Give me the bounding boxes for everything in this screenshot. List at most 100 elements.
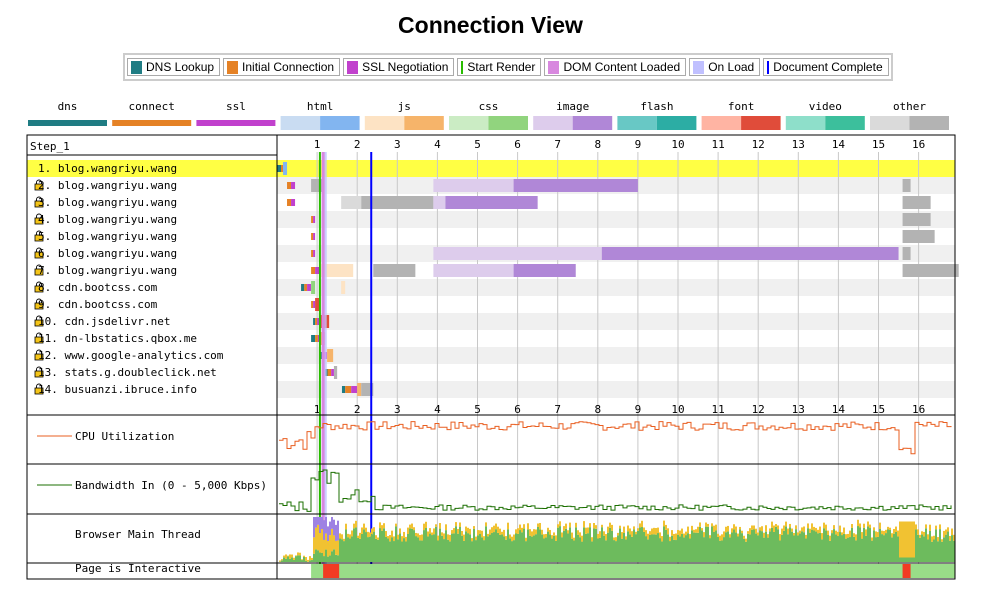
main-thread-bar — [933, 535, 935, 540]
main-thread-bar — [927, 534, 929, 540]
main-thread-bar — [743, 535, 745, 539]
main-thread-bar — [597, 533, 599, 539]
main-thread-bar — [345, 523, 347, 530]
main-thread-bar — [657, 533, 659, 562]
main-thread-bar — [305, 560, 307, 562]
main-thread-bar — [889, 527, 891, 530]
main-thread-bar — [599, 537, 601, 562]
page-title: Connection View — [398, 12, 583, 38]
main-thread-bar — [929, 524, 931, 531]
content-type-swatch-download — [825, 116, 865, 130]
request-bar-connect — [287, 199, 292, 206]
main-thread-bar — [941, 541, 943, 562]
main-thread-bar — [761, 526, 763, 532]
content-type-swatch-wait — [617, 116, 657, 130]
main-thread-bar — [535, 534, 537, 562]
main-thread-bar — [943, 537, 945, 562]
main-thread-bar — [413, 527, 415, 531]
main-thread-bar — [911, 521, 913, 558]
main-thread-bar — [715, 530, 717, 562]
main-thread-bar — [383, 528, 385, 562]
request-label: 14. busuanzi.ibruce.info — [38, 383, 197, 396]
main-thread-bar — [623, 533, 625, 562]
main-thread-bar — [681, 533, 683, 562]
main-thread-bar — [953, 534, 955, 541]
main-thread-bar — [375, 535, 377, 539]
main-thread-bar — [813, 530, 815, 562]
main-thread-bar — [821, 533, 823, 540]
main-thread-bar — [359, 538, 361, 562]
main-thread-bar — [843, 527, 845, 534]
main-thread-bar — [501, 534, 503, 562]
main-thread-bar — [583, 521, 585, 528]
main-thread-bar — [789, 527, 791, 562]
main-thread-bar — [587, 533, 589, 562]
main-thread-bar — [777, 529, 779, 562]
main-thread-bar — [763, 537, 765, 562]
main-thread-bar — [619, 528, 621, 562]
lock-shackle — [36, 298, 42, 303]
content-type-swatch-wait — [701, 116, 742, 130]
main-thread-bar — [483, 536, 485, 541]
main-thread-bar — [329, 521, 331, 536]
main-thread-bar — [837, 536, 839, 562]
main-thread-bar — [593, 523, 595, 529]
main-thread-bar — [645, 536, 647, 562]
main-thread-bar — [337, 555, 339, 562]
main-thread-bar — [355, 527, 357, 562]
main-thread-bar — [381, 525, 383, 531]
main-thread-bar — [609, 522, 611, 528]
main-thread-bar — [693, 532, 695, 562]
main-thread-bar — [313, 517, 315, 538]
main-thread-bar — [417, 537, 419, 562]
lock-shackle — [36, 332, 42, 337]
request-bar-js — [357, 383, 362, 396]
main-thread-bar — [529, 535, 531, 562]
main-thread-bar — [585, 533, 587, 562]
main-thread-bar — [669, 541, 671, 562]
main-thread-bar — [915, 524, 917, 530]
main-thread-bar — [653, 527, 655, 535]
main-thread-bar — [823, 522, 825, 529]
main-thread-bar — [895, 531, 897, 562]
main-thread-bar — [857, 519, 859, 527]
main-thread-bar — [527, 523, 529, 530]
main-thread-bar — [895, 526, 897, 532]
main-thread-bar — [349, 534, 351, 539]
main-thread-bar — [333, 535, 335, 550]
content-type-swatch-download — [404, 116, 444, 130]
lock-icon — [34, 264, 44, 276]
main-thread-bar — [331, 551, 333, 562]
main-thread-bar — [387, 538, 389, 562]
main-thread-bar — [749, 528, 751, 535]
request-bar-connect — [281, 165, 284, 172]
main-thread-bar — [673, 539, 675, 562]
main-thread-bar — [437, 540, 439, 562]
main-thread-bar — [551, 538, 553, 562]
main-thread-bar — [737, 536, 739, 562]
main-thread-bar — [447, 534, 449, 540]
x-tick-label: 11 — [711, 403, 724, 416]
main-thread-bar — [905, 521, 907, 558]
request-label: 5. blog.wangriyu.wang — [38, 230, 177, 243]
main-thread-bar — [839, 532, 841, 562]
main-thread-bar — [651, 528, 653, 535]
main-thread-bar — [665, 529, 667, 562]
main-thread-bar — [769, 528, 771, 532]
main-thread-bar — [631, 531, 633, 537]
main-thread-bar — [339, 533, 341, 539]
main-thread-bar — [635, 534, 637, 562]
main-thread-bar — [381, 530, 383, 562]
main-thread-bar — [563, 530, 565, 562]
metric-label: CPU Utilization — [75, 430, 174, 443]
main-thread-bar — [281, 559, 283, 561]
main-thread-series — [279, 517, 955, 562]
main-thread-bar — [601, 524, 603, 528]
main-thread-bar — [667, 534, 669, 562]
main-thread-bar — [937, 541, 939, 562]
main-thread-bar — [825, 530, 827, 562]
request-label: 13. stats.g.doubleclick.net — [38, 366, 217, 379]
main-thread-bar — [637, 528, 639, 531]
main-thread-bar — [753, 525, 755, 530]
lock-body — [34, 302, 44, 310]
